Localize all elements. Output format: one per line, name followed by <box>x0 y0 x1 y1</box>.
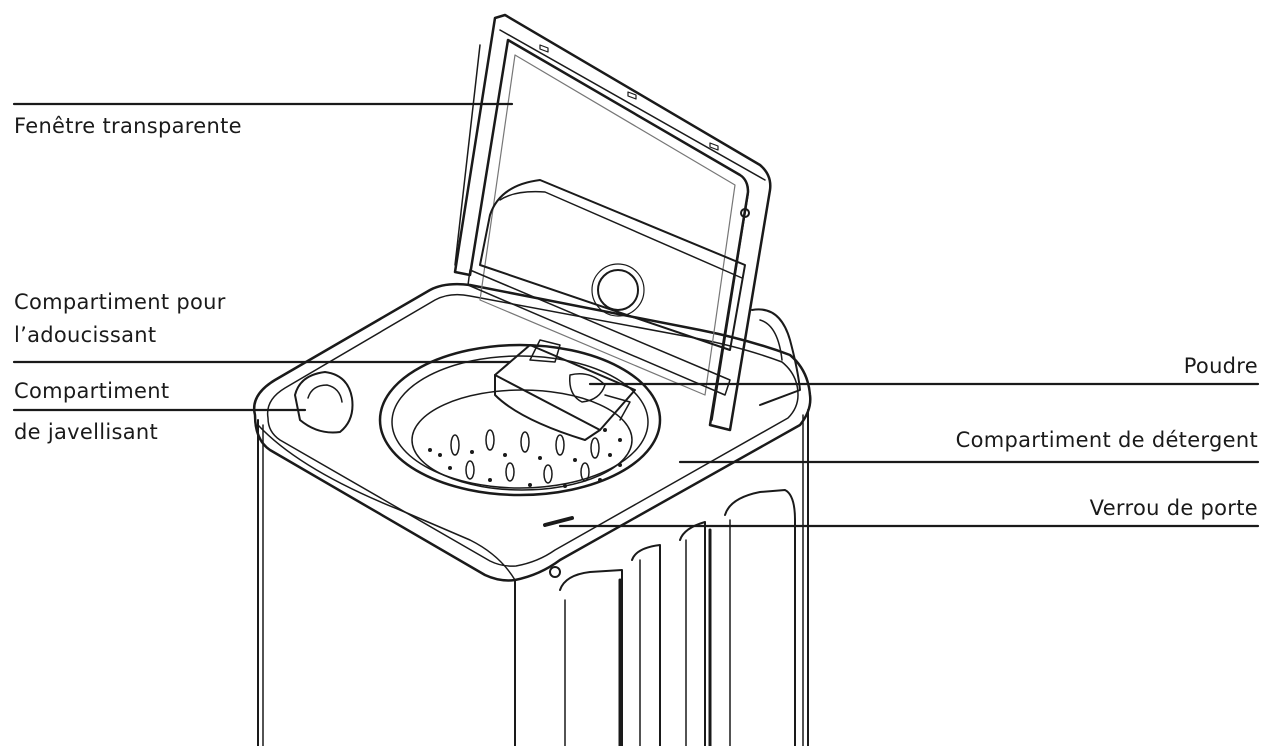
transparent-window-label: Fenêtre transparente <box>14 112 242 140</box>
detergent-label: Compartiment de détergent <box>956 426 1258 454</box>
lid <box>455 15 800 430</box>
bleach-label-line2: de javellisant <box>14 418 158 446</box>
powder-label: Poudre <box>1184 352 1258 380</box>
softener-label-line2: l’adoucissant <box>14 321 156 349</box>
bleach-label-line1: Compartiment <box>14 377 169 405</box>
door-lock-label: Verrou de porte <box>1090 494 1258 522</box>
cabinet-body <box>258 410 808 746</box>
softener-label-line1: Compartiment pour <box>14 288 226 316</box>
